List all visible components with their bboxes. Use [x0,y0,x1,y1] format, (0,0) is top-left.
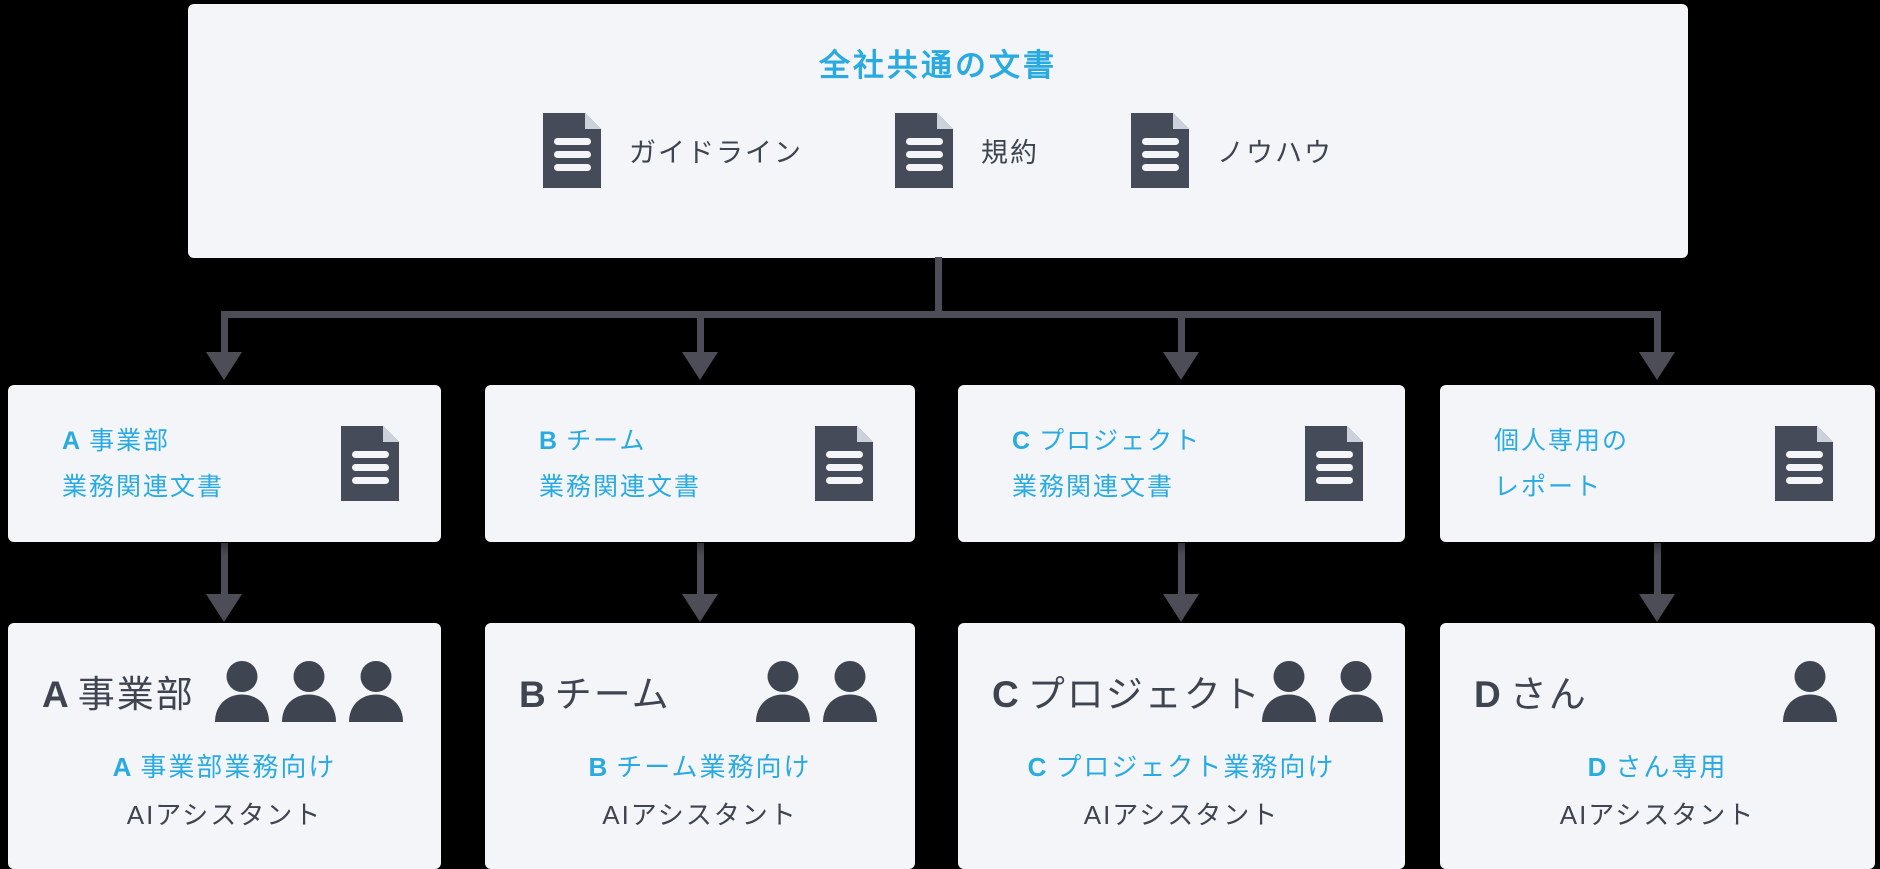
member-icons [756,660,877,722]
connector-branch-stem [1654,311,1661,356]
document-type-label: ノウハウ [1217,138,1333,168]
arrow-down-icon [206,352,242,380]
person-icon [1328,660,1383,722]
company-wide-documents-box: 全社共通の文書 ガイドライン 規約 ノウハウ [188,4,1688,258]
assistant-label: AIアシスタント [1083,800,1280,830]
arrow-down-icon [682,352,718,380]
person-icon [756,660,810,722]
document-type-row: ガイドライン 規約 ノウハウ [188,113,1688,188]
connector-branch-stem [697,543,704,596]
document-icon [543,113,601,188]
member-icons [215,660,403,722]
person-icon [823,660,877,722]
document-group-line1: 個人専用の [1494,426,1630,455]
document-icon [543,113,601,188]
document-icon [1131,113,1189,188]
arrow-down-icon [206,594,242,622]
member-icons [1783,660,1837,722]
document-icon [895,113,953,188]
connector-branch-stem [697,311,704,356]
document-type-item: ガイドライン [543,113,803,188]
document-icon [341,426,399,501]
document-icon [1775,426,1833,501]
connector-branch-stem [221,311,228,356]
arrow-down-icon [1163,352,1199,380]
document-type-label: ガイドライン [629,138,803,168]
arrow-down-icon [682,594,718,622]
person-icon [1783,660,1837,722]
person-icon [282,660,336,722]
document-group-line2: レポート [1494,472,1603,501]
document-group-box-personal: 個人専用の レポート [1440,385,1875,542]
document-type-label: 規約 [981,138,1039,168]
arrow-down-icon [1639,352,1675,380]
document-icon [895,113,953,188]
document-icon [815,426,873,501]
person-icon [215,660,269,722]
document-group-line2: 業務関連文書 [1012,472,1175,501]
document-icon [815,426,873,501]
connector-root-stem [935,257,942,315]
document-icon [1775,426,1833,501]
assistant-label: AIアシスタント [602,800,798,830]
document-group-line2: 業務関連文書 [539,472,702,501]
connector-horizontal-bar [221,311,1661,318]
assistant-label: AIアシスタント [1559,800,1756,830]
assistant-label: AIアシスタント [126,800,323,830]
document-icon [1305,426,1363,501]
document-type-item: 規約 [895,113,1039,188]
member-icons [1261,660,1383,722]
company-wide-documents-title: 全社共通の文書 [819,48,1057,83]
document-group-line2: 業務関連文書 [62,472,225,501]
connector-branch-stem [1654,543,1661,596]
connector-branch-stem [1178,311,1185,356]
document-icon [1131,113,1189,188]
arrow-down-icon [1639,594,1675,622]
document-type-item: ノウハウ [1131,113,1333,188]
connector-branch-stem [221,543,228,596]
document-icon [1305,426,1363,501]
document-icon [341,426,399,501]
connector-branch-stem [1178,543,1185,596]
person-icon [1261,660,1316,722]
person-icon [349,660,403,722]
arrow-down-icon [1163,594,1199,622]
